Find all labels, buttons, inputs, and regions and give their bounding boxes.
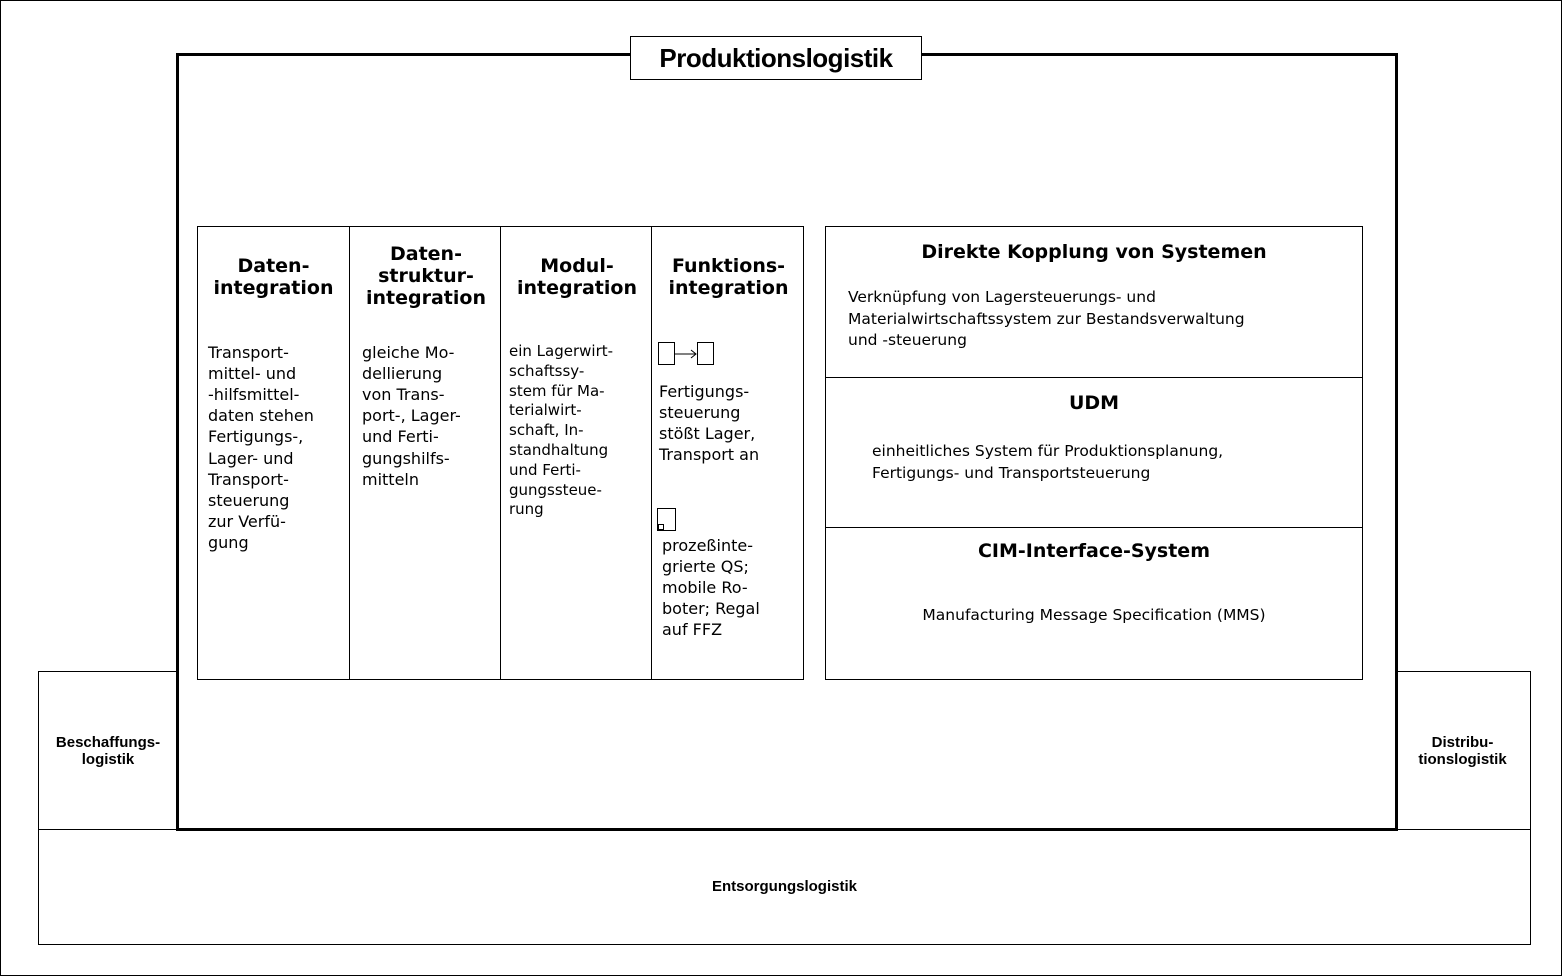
column-text: Fertigungs- steuerung stößt Lager, Trans… bbox=[659, 382, 760, 465]
column-title: Funktions- integration bbox=[668, 255, 789, 299]
box-title: UDM bbox=[1068, 392, 1120, 414]
column-title: Daten- struktur- integration bbox=[366, 243, 486, 309]
process-box-icon bbox=[657, 508, 676, 531]
diagram-title-text: Produktionslogistik bbox=[659, 42, 893, 73]
divider bbox=[826, 527, 1362, 528]
box-text: Manufacturing Message Specification (MMS… bbox=[922, 606, 1266, 624]
column-title: Daten- integration bbox=[213, 255, 334, 299]
beschaffungslogistik-label: Beschaffungs- logistik bbox=[55, 733, 161, 768]
column-text-2: prozeßinte- grierte QS; mobile Ro- boter… bbox=[662, 536, 760, 640]
column-text: gleiche Mo- dellierung von Trans- port-,… bbox=[362, 343, 461, 489]
udm-box: UDM einheitliches System für Produktions… bbox=[826, 378, 1362, 528]
box-text: einheitliches System für Produktionsplan… bbox=[872, 442, 1224, 482]
column-funktionsintegration: Funktions- integration Fertigungs- steue… bbox=[651, 226, 804, 680]
system-coupling-panel: Direkte Kopplung von Systemen Verknüpfun… bbox=[825, 226, 1363, 680]
beschaffungslogistik-box: Beschaffungs- logistik bbox=[38, 671, 178, 831]
divider bbox=[826, 377, 1362, 378]
distributionslogistik-label: Distribu- tionslogistik bbox=[1418, 733, 1507, 768]
column-datenstrukturintegration: Daten- struktur- integration gleiche Mo-… bbox=[349, 226, 501, 680]
box-title: Direkte Kopplung von Systemen bbox=[921, 241, 1267, 263]
column-datenintegration: Daten- integration Transport- mittel- un… bbox=[198, 226, 349, 680]
distributionslogistik-box: Distribu- tionslogistik bbox=[1394, 671, 1531, 831]
box-title: CIM-Interface-System bbox=[977, 540, 1210, 562]
cim-interface-box: CIM-Interface-System Manufacturing Messa… bbox=[826, 528, 1362, 679]
box-text: Verknüpfung von Lagersteuerungs- und Mat… bbox=[848, 288, 1245, 350]
direkte-kopplung-box: Direkte Kopplung von Systemen Verknüpfun… bbox=[826, 227, 1362, 378]
column-modulintegration: Modul- integration ein Lagerwirt- schaft… bbox=[500, 226, 652, 680]
entsorgungslogistik-label: Entsorgungslogistik bbox=[711, 878, 857, 896]
column-title: Modul- integration bbox=[517, 255, 637, 299]
diagram-title: Produktionslogistik bbox=[630, 36, 922, 80]
process-arrow-icon bbox=[658, 342, 714, 365]
entsorgungslogistik-box: Entsorgungslogistik bbox=[38, 829, 1531, 945]
column-text: Transport- mittel- und -hilfsmittel- dat… bbox=[208, 343, 314, 552]
column-text: ein Lagerwirt- schaftssy- stem für Ma- t… bbox=[509, 342, 614, 519]
